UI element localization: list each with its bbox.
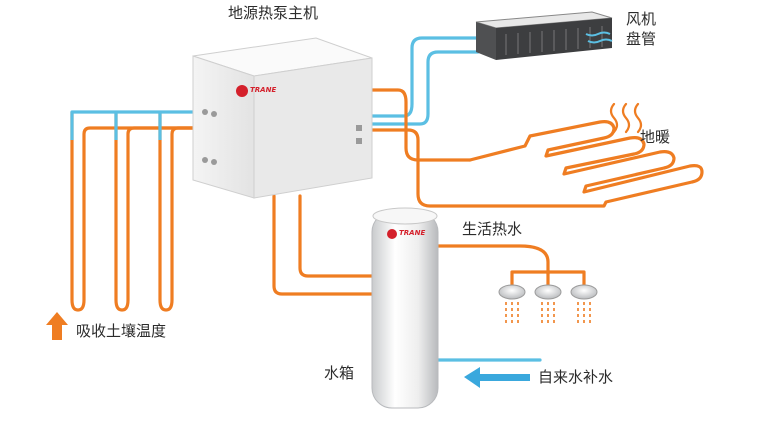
heat-waves-icon [609,102,643,134]
tank-body [371,211,439,409]
shower-heads [498,284,598,326]
ground-loop-hot-1 [70,112,195,312]
shower-head-3 [570,284,598,300]
tank-loop-inner [298,194,382,278]
fan-coil-label-line1: 风机 [626,10,657,28]
shower-manifold [510,270,586,288]
floor-heating-label: 地暖 [640,128,671,146]
shower-head-2 [534,284,562,300]
fan-coil-body-front [476,22,496,60]
fan-coil-fins [505,26,603,55]
unit-side [253,57,373,199]
distribution-pipes [272,36,704,362]
tank-top [372,207,438,225]
unit-brand-logo: TRANE [250,86,277,94]
floor-heating-supply [366,88,472,162]
shower-head-1 [498,284,526,300]
tap-water-makeup-label: 自来水补水 [538,368,614,386]
tank-logo-mark [387,229,397,239]
side-ports [356,125,362,144]
fan-coil-supply [366,36,480,118]
water-tank [371,207,439,409]
floor-heating-loop [366,120,704,208]
fan-coil-return [366,50,480,126]
inlet-arrow-icon [464,367,530,388]
unit-logo-mark [236,85,248,97]
ground-loop-cold [70,110,195,140]
domestic-hot-water-label: 生活热水 [462,220,523,238]
ground-loop-hot-3 [158,112,195,312]
main-unit-label: 地源热泵主机 [228,4,319,22]
unit-front [192,55,255,199]
tank-loop-outer [272,194,382,296]
water-drops [505,302,591,326]
up-arrow-icon [46,312,68,340]
airflow-icon [585,31,613,44]
hot-water-line [430,244,550,276]
absorb-soil-temp-label: 吸收土壤温度 [76,322,167,340]
ground-loop-pipes [70,110,195,312]
ground-loop-hot-2 [114,112,195,312]
fan-coil-unit [475,11,613,60]
unit-valves [202,109,217,165]
water-tank-label: 水箱 [324,364,355,382]
heat-pump-unit [192,37,373,199]
tank-brand-logo: TRANE [399,229,426,237]
fan-coil-label-line2: 盘管 [626,30,657,48]
